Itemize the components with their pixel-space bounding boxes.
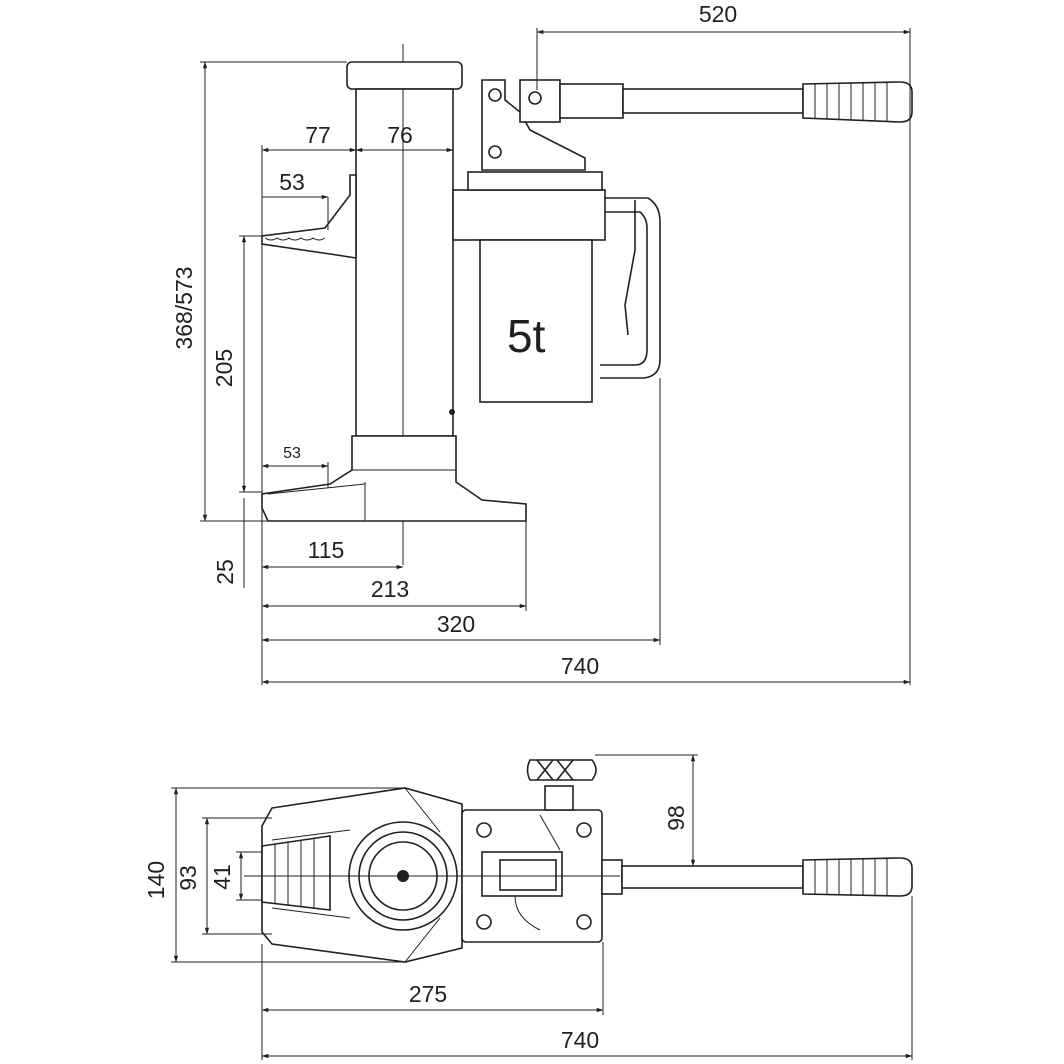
- side-view: 5t 520 77 76: [171, 1, 913, 685]
- dim-98: 98: [663, 805, 689, 831]
- upper-claw: [261, 174, 357, 259]
- dim-368-573: 368/573: [171, 266, 197, 349]
- dim-53-top: 53: [279, 169, 305, 195]
- pump-top: [467, 171, 603, 191]
- lever-sleeve-top: [601, 859, 623, 895]
- dim-520: 520: [699, 1, 737, 27]
- toe-top: [261, 835, 331, 911]
- dim-93: 93: [175, 865, 201, 891]
- pump-head: [481, 79, 586, 171]
- dim-77: 77: [305, 122, 331, 148]
- carry-handle: [600, 197, 661, 379]
- dim-25: 25: [212, 559, 238, 585]
- dim-53-bottom: 53: [283, 445, 301, 462]
- dim-140: 140: [143, 861, 169, 899]
- dim-41: 41: [209, 864, 235, 890]
- dim-213: 213: [371, 576, 409, 602]
- reservoir-cylinder: [479, 239, 593, 403]
- dim-76: 76: [387, 122, 413, 148]
- dim-275: 275: [409, 981, 447, 1007]
- valve-knob: [526, 759, 597, 781]
- dim-740-side: 740: [561, 653, 599, 679]
- valve-stem: [544, 785, 574, 811]
- top-view: 98 140 93 41 275 740: [143, 754, 913, 1060]
- dim-205: 205: [211, 349, 237, 387]
- dim-320: 320: [437, 611, 475, 637]
- lever-grip-top: [802, 857, 913, 897]
- lever-grip: [802, 81, 913, 123]
- base-body: [261, 435, 527, 522]
- pump-housing: [452, 189, 606, 241]
- lever-tube: [622, 88, 804, 114]
- lever-tube-top: [621, 865, 804, 889]
- dim-740-top: 740: [561, 1027, 599, 1053]
- ram-cap: [346, 61, 463, 90]
- lever-sleeve: [559, 83, 624, 119]
- capacity-label: 5t: [507, 310, 546, 362]
- dim-115: 115: [308, 537, 345, 563]
